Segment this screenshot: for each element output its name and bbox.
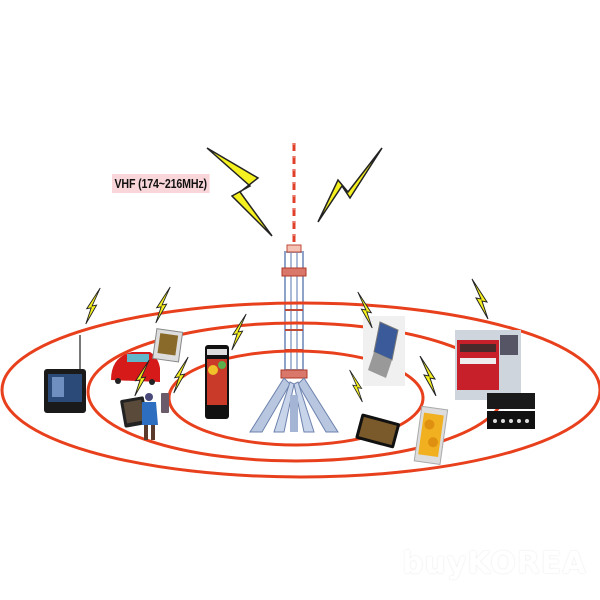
lightning-bolt-icon: [231, 313, 247, 351]
bus: [455, 330, 521, 400]
digital-photo-frame: [152, 328, 184, 363]
broadcast-tower: [249, 143, 339, 433]
lightning-bolt-icon: [85, 287, 101, 325]
tablet: [120, 396, 149, 428]
smartphone: [205, 345, 229, 419]
portable-tv: [44, 335, 86, 413]
portable-media-player: [355, 413, 400, 449]
laptop: [363, 316, 405, 386]
lightning-bolt-icon: [206, 147, 273, 237]
lightning-bolt-icon: [471, 278, 489, 320]
car: [111, 352, 160, 385]
coverage-ring-outer: [0, 301, 600, 479]
lightning-bolt-icon: [317, 147, 383, 223]
pedestrian: [142, 393, 158, 440]
mobile-phone: [161, 393, 169, 413]
watermark: buyKOREA: [402, 546, 587, 581]
lightning-bolt-icon: [349, 369, 363, 403]
vhf-band-label: VHF (174~216MHz): [112, 174, 210, 193]
lightning-bolt-icon: [155, 286, 171, 324]
photo-frame: [413, 405, 449, 465]
set-top-box: [487, 393, 535, 429]
